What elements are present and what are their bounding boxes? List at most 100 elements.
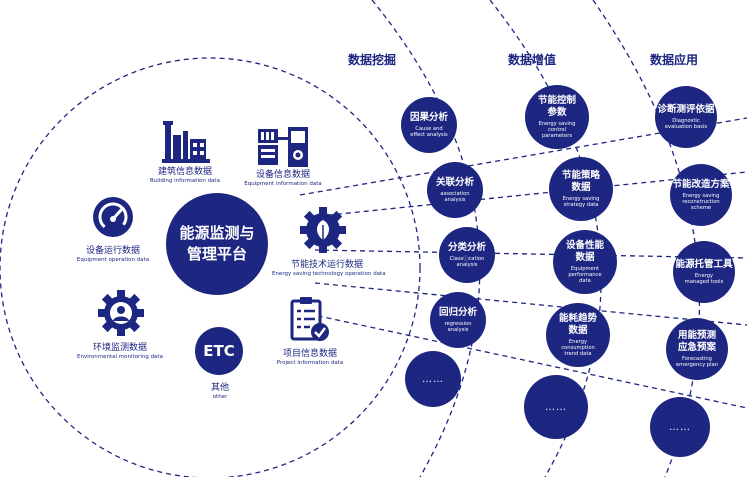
item-equipment-operation: 设备运行数据 Equipment operation data [68,246,158,264]
item-label: 环境监测数据 [92,343,147,353]
node-label-en: strategy data [563,202,599,208]
node-label-en: regression [444,320,472,327]
node-label: 参数 [547,106,567,118]
node-label-en: analysis [456,262,478,268]
node-label-en: emergency plan [675,362,719,368]
node-label-en: control [548,126,566,133]
etc-icon: ETC [195,327,243,375]
item-label-en: Building information data [150,178,220,184]
node-label-en: analysis [444,197,466,203]
node-label-en: reconstruction [682,198,720,205]
node-label-en: Energy saving [538,120,576,127]
item-label-en: Energy saving technology operation data [272,271,386,277]
column-header-value: 数据增值 [508,53,557,67]
node-label: 因果分析 [409,111,448,123]
item-equipment-info: 设备信息数据 Equipment information data [238,170,328,188]
node-label-en: analysis [447,327,469,333]
node-label: 节能控制 [537,94,576,106]
item-label: 设备运行数据 [85,246,140,256]
item-label-en: Environmental monitoring data [77,354,163,360]
platform-title-line1: 能源监测与 [179,224,255,242]
node-label: 应急预案 [677,341,716,353]
node-label: 诊断测评依据 [657,103,715,115]
node-label: 节能策略 [561,169,600,181]
item-building-info: 建筑信息数据 Building information data [140,167,230,185]
column-header-application: 数据应用 [650,53,699,67]
node-label-en: managed tools [684,279,724,285]
node-label-en: Equipment [570,265,600,272]
node-mining-more: …… [405,351,461,407]
node-label-en: evaluation basis [664,124,708,130]
node-label: 分类分析 [447,241,486,253]
ray-4 [314,282,747,326]
item-label: 建筑信息数据 [157,167,212,177]
node-label: 数据 [575,251,595,263]
person-gear-icon [98,290,144,336]
node-label: 能耗趋势 [558,312,597,324]
node-ellipsis: …… [545,401,567,413]
node-label-en: association [440,190,470,197]
gauge-icon [93,197,133,237]
node-label-en: Forecasting [682,355,712,362]
node-label-en: effect analysis [410,132,448,138]
equipment-icon [258,127,308,167]
node-ellipsis: …… [422,373,444,385]
item-label: 节能技术运行数据 [290,260,363,270]
node-label-en: parameters [541,133,573,140]
node-label-en: Cause and [415,125,443,132]
checklist-icon [290,297,329,341]
node-label-en: Classⓘcation [449,255,485,262]
node-label: 设备性能 [565,239,604,251]
node-label: 关联分析 [435,176,474,188]
node-label-en: data [579,278,591,285]
node-label-en: Diagnostic [672,117,700,124]
node-label-en: scheme [690,205,712,212]
node-label-en: performance [568,271,602,278]
item-label: 设备信息数据 [255,170,310,180]
leaf-gear-icon [300,207,346,253]
item-label-en: Project information data [276,360,344,366]
node-label: 数据 [568,324,588,336]
node-label: 节能改造方案 [672,178,730,190]
item-environment-monitoring: 环境监测数据 Environmental monitoring data [72,343,168,361]
node-value-more: …… [524,375,588,439]
platform-title-line2: 管理平台 [186,245,247,263]
platform-center-circle: 能源监测与 管理平台 [166,193,268,295]
column-header-mining: 数据挖掘 [348,53,397,67]
node-label-en: Energy saving [562,195,600,202]
item-label-en: other [212,394,228,400]
node-label: 回归分析 [438,306,477,318]
node-label: 数据 [571,181,591,193]
item-other: 其他 other [190,383,250,401]
item-label: 其他 [210,383,229,393]
ray-1 [299,117,747,196]
node-label-en: trend data [564,351,592,358]
node-label: 用能预测 [677,329,716,341]
node-ellipsis: …… [669,421,691,433]
node-label-en: Energy saving [682,192,720,199]
item-label: 项目信息数据 [282,349,337,359]
ray-5 [299,311,747,409]
node-label: 能源托管工具 [675,258,733,270]
main-dashed-circle [0,57,421,477]
factory-icon [162,121,210,163]
node-label-en: consumption [561,344,595,351]
node-application-more: …… [650,397,710,457]
node-label-en: Energy [568,338,588,345]
item-project-info: 项目信息数据 Project information data [265,349,355,367]
item-energy-tech: 节能技术运行数据 Energy saving technology operat… [272,260,386,278]
